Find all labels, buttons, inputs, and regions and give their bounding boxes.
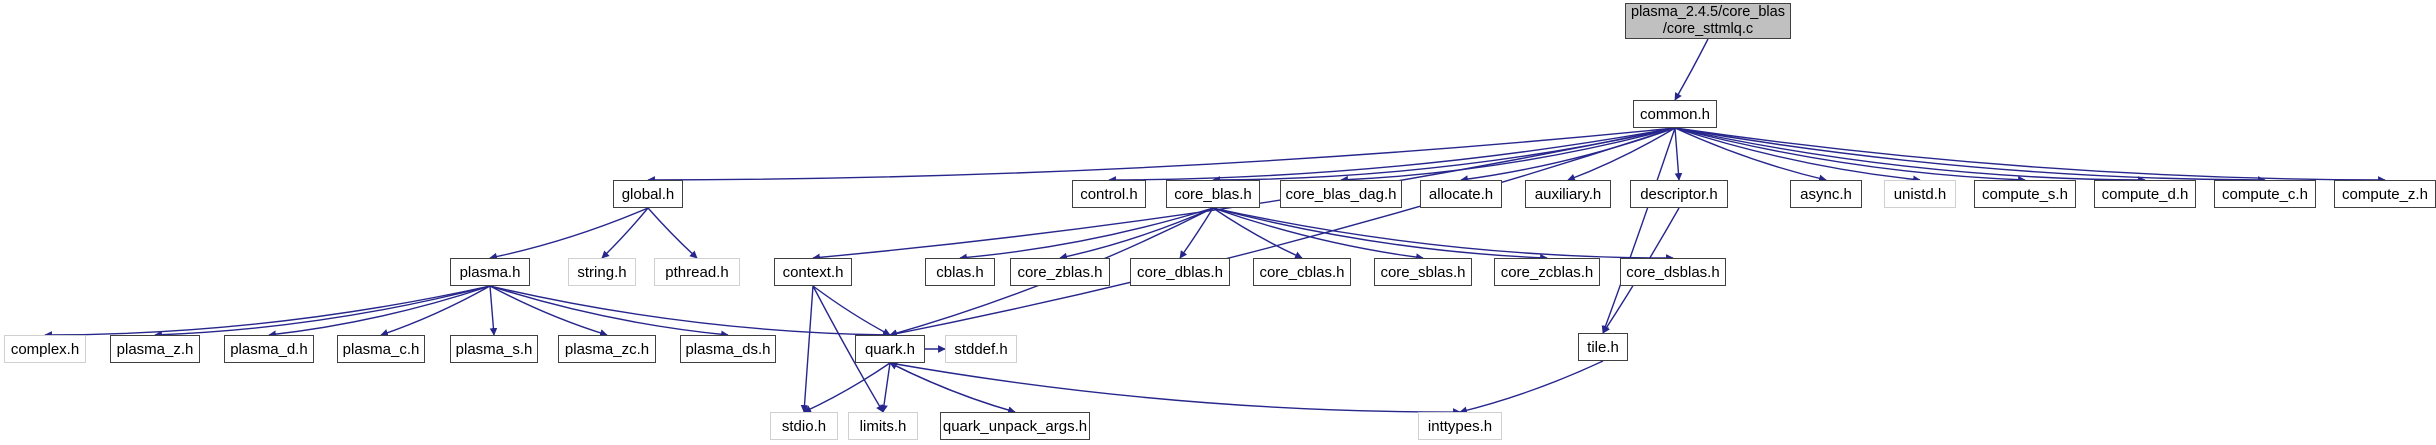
graph-node-plasma-d-h[interactable]: plasma_d.h <box>224 335 314 363</box>
graph-node-plasma-h[interactable]: plasma.h <box>450 258 530 286</box>
graph-node-core-dblas-h[interactable]: core_dblas.h <box>1130 258 1230 286</box>
graph-node-descriptor-h[interactable]: descriptor.h <box>1630 180 1728 208</box>
graph-node-quark-h[interactable]: quark.h <box>855 335 925 363</box>
graph-node-auxiliary-h[interactable]: auxiliary.h <box>1525 180 1611 208</box>
graph-node-core-zblas-h[interactable]: core_zblas.h <box>1010 258 1110 286</box>
graph-node-async-h[interactable]: async.h <box>1790 180 1862 208</box>
graph-node-tile-h[interactable]: tile.h <box>1578 333 1628 361</box>
graph-node-stddef-h[interactable]: stddef.h <box>945 335 1017 363</box>
graph-node-plasma-ds-h[interactable]: plasma_ds.h <box>680 335 776 363</box>
graph-node-compute-d-h[interactable]: compute_d.h <box>2094 180 2196 208</box>
graph-node-stdio-h[interactable]: stdio.h <box>770 412 838 440</box>
graph-node-unistd-h[interactable]: unistd.h <box>1884 180 1956 208</box>
graph-node-core-zcblas-h[interactable]: core_zcblas.h <box>1494 258 1600 286</box>
graph-node-plasma-z-h[interactable]: plasma_z.h <box>110 335 200 363</box>
graph-node-control-h[interactable]: control.h <box>1072 180 1146 208</box>
graph-node-core-dsblas-h[interactable]: core_dsblas.h <box>1620 258 1726 286</box>
graph-node-complex-h[interactable]: complex.h <box>4 335 86 363</box>
graph-node-global-h[interactable]: global.h <box>613 180 683 208</box>
graph-node-compute-z-h[interactable]: compute_z.h <box>2334 180 2436 208</box>
graph-node-plasma-zc-h[interactable]: plasma_zc.h <box>558 335 656 363</box>
graph-node-core-sblas-h[interactable]: core_sblas.h <box>1374 258 1472 286</box>
graph-node-compute-c-h[interactable]: compute_c.h <box>2214 180 2316 208</box>
graph-node-quark-unpack-args-h[interactable]: quark_unpack_args.h <box>940 412 1090 440</box>
graph-node-context-h[interactable]: context.h <box>774 258 852 286</box>
graph-node-root[interactable]: plasma_2.4.5/core_blas /core_sttmlq.c <box>1625 3 1791 39</box>
graph-node-plasma-s-h[interactable]: plasma_s.h <box>450 335 538 363</box>
graph-node-core-blas-dag-h[interactable]: core_blas_dag.h <box>1280 180 1402 208</box>
graph-node-compute-s-h[interactable]: compute_s.h <box>1974 180 2076 208</box>
graph-node-string-h[interactable]: string.h <box>568 258 636 286</box>
graph-node-limits-h[interactable]: limits.h <box>848 412 918 440</box>
graph-node-allocate-h[interactable]: allocate.h <box>1420 180 1502 208</box>
graph-node-core-cblas-h[interactable]: core_cblas.h <box>1253 258 1351 286</box>
graph-node-pthread-h[interactable]: pthread.h <box>654 258 740 286</box>
graph-node-inttypes-h[interactable]: inttypes.h <box>1418 412 1502 440</box>
graph-node-core-blas-h[interactable]: core_blas.h <box>1166 180 1260 208</box>
graph-node-common-h[interactable]: common.h <box>1633 100 1717 128</box>
graph-node-plasma-c-h[interactable]: plasma_c.h <box>337 335 425 363</box>
graph-node-cblas-h[interactable]: cblas.h <box>925 258 995 286</box>
